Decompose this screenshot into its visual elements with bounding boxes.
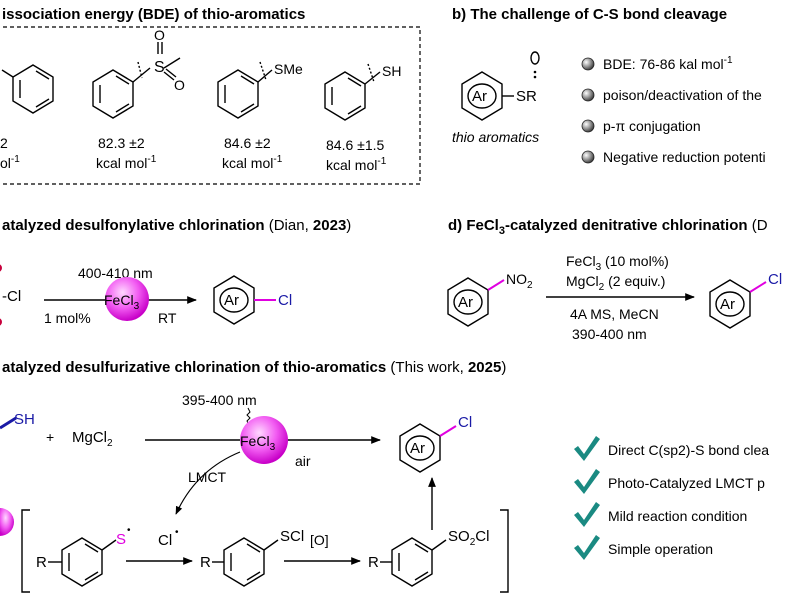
sulfonyl-chloride-label: SO2Cl [448, 528, 489, 548]
condition-mgcl2: MgCl2 (2 equiv.) [566, 273, 665, 293]
bde-4-value: 84.6 ±1.5 [326, 137, 384, 153]
ar-label-b: Ar [472, 88, 487, 105]
r-group-3: R [368, 554, 379, 571]
wavelength-c: 400-410 nm [78, 265, 153, 281]
sulfenyl-chloride-label: SCl [280, 528, 304, 545]
product-ar-c: Ar [224, 292, 239, 309]
lone-pair-dot-2 [533, 75, 537, 79]
r-group-2: R [200, 554, 211, 571]
fecl3-catalyst-sphere-c [105, 277, 149, 321]
bde-1-unit: ol-1 [0, 154, 20, 171]
sulfonyl-s: S [154, 59, 165, 76]
bullet-bde: BDE: 76-86 kal mol-1 [603, 55, 733, 72]
bullet-conjugation: p-π conjugation [603, 118, 701, 134]
bullet-icon [581, 119, 595, 133]
sulfonyl-o-top: O [154, 27, 165, 43]
product-cl-d: Cl [768, 271, 782, 288]
panel-d-heading: d) FeCl3-catalyzed denitrative chlorinat… [448, 217, 768, 237]
sulfenyl-chloride-ring [212, 537, 279, 587]
product-cl-e: Cl [458, 414, 472, 431]
bde-1-value: 2 [0, 135, 8, 151]
check-icon [574, 535, 600, 560]
bde-3-value: 84.6 ±2 [224, 135, 271, 151]
benzene-2 [92, 42, 181, 119]
sr-label: SR [516, 88, 537, 105]
feature-3: Mild reaction condition [608, 508, 747, 524]
check-icon [574, 502, 600, 527]
bullet-icon [581, 88, 595, 102]
bde-3-unit: kcal mol-1 [222, 154, 283, 171]
bullet-icon [581, 57, 595, 71]
nitroarene-ar: Ar [458, 294, 473, 311]
product-cl-c: Cl [278, 292, 292, 309]
loading-c: 1 mol% [44, 310, 91, 326]
temperature-c: RT [158, 310, 177, 326]
bde-4-unit: kcal mol-1 [326, 156, 387, 173]
mechanism-bracket-left [21, 509, 30, 593]
feature-2: Photo-Catalyzed LMCT p [608, 475, 765, 491]
partial-catalyst-sphere [0, 508, 14, 536]
wavelength-e: 395-400 nm [182, 392, 257, 408]
air-label: air [295, 453, 311, 469]
lmct-label: LMCT [188, 469, 227, 485]
feature-1: Direct C(sp2)-S bond clea [608, 442, 769, 458]
panel-c-heading: atalyzed desulfonylative chlorination (D… [2, 217, 351, 234]
mechanism-bracket-right [500, 509, 509, 593]
thio-aromatics-caption: thio aromatics [452, 129, 539, 145]
mgcl2-reagent: MgCl2 [72, 429, 113, 449]
product-ring-e [399, 423, 457, 473]
product-ar-d: Ar [720, 296, 735, 313]
light-wave-icon [246, 407, 251, 426]
feature-4: Simple operation [608, 541, 713, 557]
check-icon [574, 436, 600, 461]
product-ring-c [213, 275, 255, 325]
bullet-poison: poison/deactivation of the [603, 87, 762, 103]
smethyl-label: SMe [274, 61, 303, 77]
radical-dot: • [175, 527, 179, 538]
condition-wavelength-d: 390-400 nm [572, 326, 647, 342]
sulfonyl-chloride-ring [380, 537, 447, 587]
benzene-4 [324, 63, 381, 121]
r-group-1: R [36, 554, 47, 571]
sulfonyl-o-fragment [0, 264, 2, 272]
lone-pair-dot-1 [533, 70, 537, 74]
nitroarene-ring [447, 277, 505, 327]
ar-ring-b [461, 51, 540, 121]
thiyl-radical-ring [48, 537, 117, 587]
product-ring-d [709, 279, 767, 329]
catalyst-label-c: FeCl3 [104, 292, 140, 312]
sulfonyl-cl-fragment: -Cl [2, 288, 21, 305]
bde-2-unit: kcal mol-1 [96, 154, 157, 171]
challenge-bullets: BDE: 76-86 kal mol-1 poison/deactivation… [581, 55, 766, 165]
lmct-arrow [175, 451, 241, 515]
radical-dot: • [127, 525, 131, 536]
product-ar-e: Ar [410, 440, 425, 457]
panel-a-heading: issociation energy (BDE) of thio-aromati… [2, 6, 305, 23]
plus-sign: + [46, 429, 54, 445]
panel-e-heading: atalyzed desulfurizative chlorination of… [2, 359, 506, 376]
panel-b-heading: b) The challenge of C-S bond cleavage [452, 6, 727, 23]
benzene-1 [1, 64, 54, 114]
feature-list: Direct C(sp2)-S bond clea Photo-Catalyze… [574, 436, 769, 560]
catalyst-label-e: FeCl3 [240, 433, 276, 453]
condition-fecl3: FeCl3 (10 mol%) [566, 253, 669, 273]
nitro-group: NO2 [506, 271, 533, 291]
thiol-bond-fragment [0, 416, 17, 430]
oxidant-label: [O] [310, 532, 329, 548]
benzene-3 [217, 61, 273, 119]
bde-2-value: 82.3 ±2 [98, 135, 145, 151]
sulfonyl-o-fragment [0, 318, 2, 326]
bullet-icon [581, 150, 595, 164]
thiol-sh-e: SH [14, 411, 35, 428]
fecl3-catalyst-sphere-e [240, 416, 288, 464]
thiyl-s: S [116, 531, 126, 548]
sulfonyl-o-bottom: O [174, 77, 185, 93]
check-icon [574, 469, 600, 494]
bullet-reduction: Negative reduction potenti [603, 149, 766, 165]
chlorine-radical: Cl [158, 532, 172, 549]
condition-ms-mecn: 4A MS, MeCN [570, 306, 659, 322]
thiol-label: SH [382, 63, 401, 79]
panel-a-dashed-box [0, 26, 421, 185]
